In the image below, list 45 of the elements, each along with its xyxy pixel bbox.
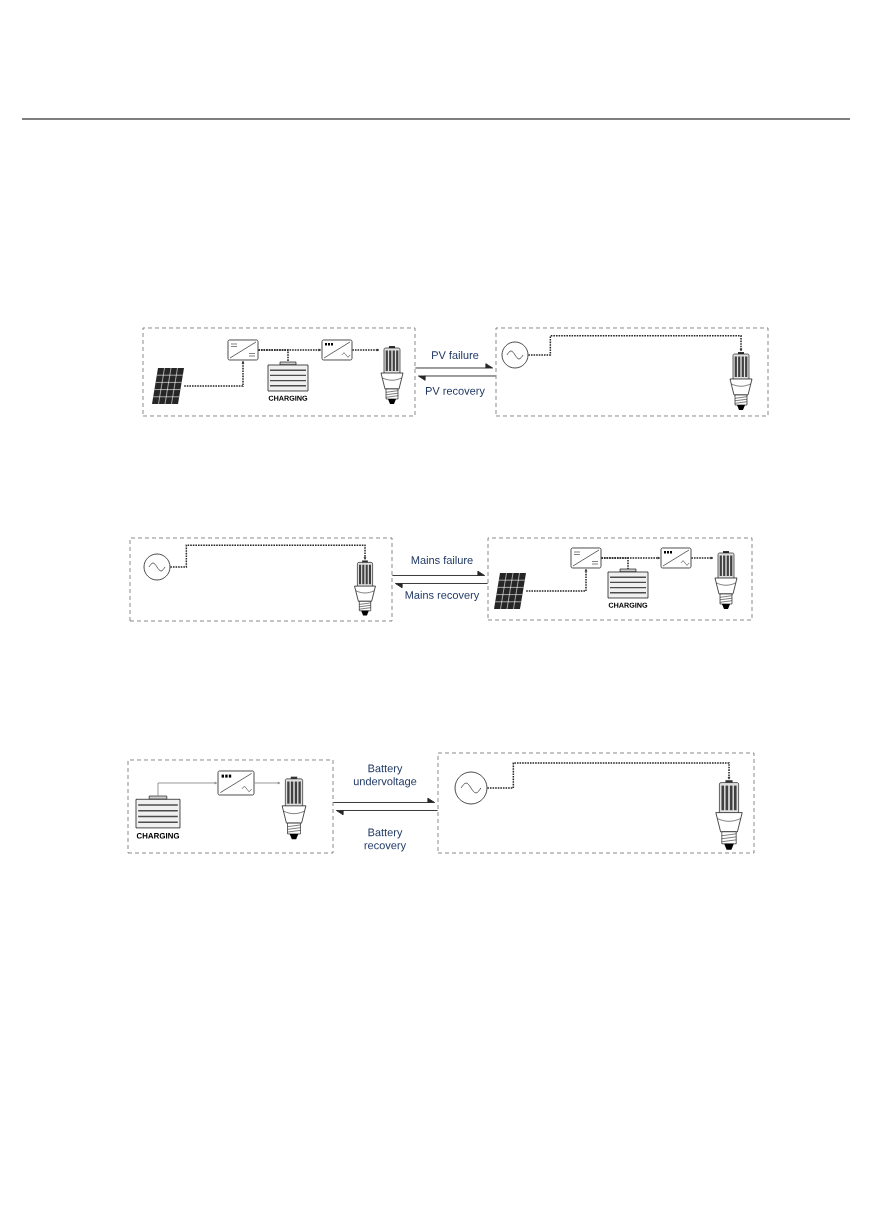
lamp-icon <box>714 551 738 609</box>
transition-arrow <box>414 363 494 369</box>
dashed-frame <box>129 537 393 622</box>
connector-line <box>183 360 245 387</box>
lamp-icon <box>729 352 753 410</box>
ac-source-icon <box>454 771 488 805</box>
lamp-icon <box>715 780 743 850</box>
transition-arrow <box>417 375 497 381</box>
lamp-icon <box>281 776 307 840</box>
transition-arrow <box>335 810 439 816</box>
ac-source-icon <box>143 553 171 581</box>
transition-arrow <box>391 570 486 576</box>
inverter-icon <box>660 547 692 569</box>
controller-icon <box>570 547 602 569</box>
dashed-frame <box>495 327 769 417</box>
solar-panel-icon <box>494 572 526 610</box>
connector-line <box>690 556 714 560</box>
connector-line <box>253 781 281 785</box>
edge-label: Battery undervoltage <box>353 764 417 788</box>
connector-line <box>527 335 743 356</box>
edge-label: PV failure <box>432 350 479 360</box>
dashed-frame <box>437 752 755 854</box>
lamp-icon <box>380 346 404 404</box>
connector-line <box>257 349 289 363</box>
dashed-frame <box>127 759 334 854</box>
solar-panel-icon <box>152 367 184 405</box>
edge-label: PV recovery <box>425 387 485 397</box>
edge-label: Battery recovery <box>364 828 407 852</box>
inverter-icon <box>217 770 255 796</box>
connector-line <box>600 557 629 570</box>
edge-label: Mains failure <box>411 555 473 565</box>
connector-line <box>169 544 367 568</box>
connector-line <box>525 568 588 592</box>
connector-line <box>157 781 218 797</box>
edge-label: Mains recovery <box>405 590 480 602</box>
transition-arrow <box>394 583 489 589</box>
connector-line <box>486 762 731 789</box>
transition-arrow <box>332 797 436 803</box>
dashed-frame <box>142 327 416 417</box>
inverter-icon <box>321 339 353 361</box>
lamp-icon <box>354 560 376 616</box>
controller-icon <box>227 339 259 361</box>
ac-source-icon <box>501 341 529 369</box>
dashed-frame <box>487 537 753 621</box>
connector-line <box>351 348 380 352</box>
